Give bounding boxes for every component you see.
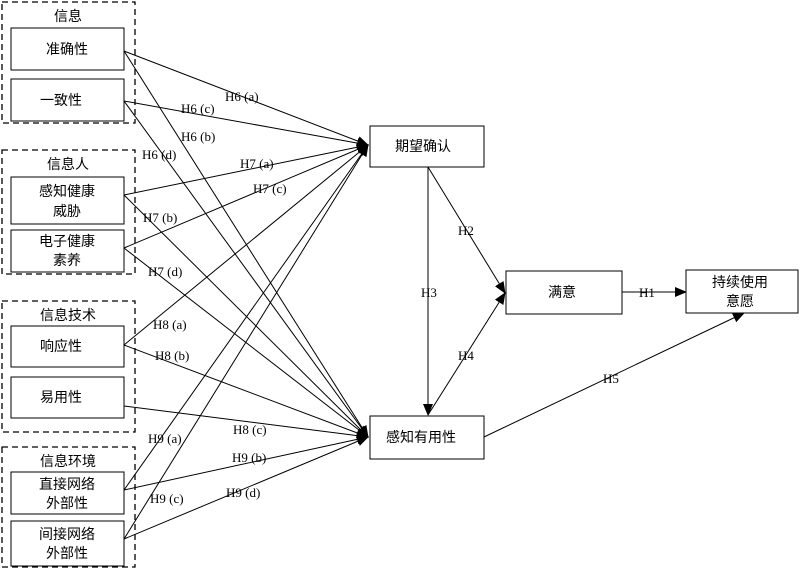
construct-satisfaction: 满意 <box>505 270 623 315</box>
construct-box <box>685 269 799 314</box>
factor-label: 准确性 <box>46 42 88 58</box>
construct-perceived-usefulness: 感知有用性 <box>369 415 485 460</box>
arrow-h9b <box>123 434 369 491</box>
factor-accuracy: 准确性 <box>10 27 125 71</box>
factor-label-line2: 素养 <box>53 253 81 269</box>
label-h9b: H9 (b) <box>232 450 266 465</box>
label-h9d: H9 (d) <box>226 485 260 500</box>
arrow-h7b <box>123 194 369 438</box>
arrow-h7d <box>123 247 369 438</box>
arrow-h9d <box>123 436 369 540</box>
info-group-frame <box>1 1 136 124</box>
factor-ease-of-use: 易用性 <box>10 376 125 419</box>
factor-box <box>10 520 125 567</box>
label-h3: H3 <box>421 285 437 300</box>
construct-box <box>369 125 485 168</box>
label-h1: H1 <box>639 285 655 300</box>
label-h7d: H7 (d) <box>148 264 182 279</box>
factor-label-line1: 直接网络 <box>39 476 95 493</box>
label-h6d: H6 (d) <box>142 147 176 162</box>
construct-label-line1: 持续使用 <box>712 274 768 291</box>
factor-responsiveness: 响应性 <box>10 325 125 368</box>
factor-box <box>10 229 125 273</box>
factor-box <box>10 176 125 225</box>
arrow-h4 <box>427 292 506 416</box>
factor-box <box>10 78 125 122</box>
arrow-h9a <box>123 144 369 491</box>
construct-box <box>505 270 623 315</box>
info-env-group-title: 信息环境 <box>40 453 96 470</box>
factor-label-line2: 外部性 <box>46 546 88 562</box>
factor-label: 一致性 <box>40 93 82 109</box>
arrow-h8a <box>123 144 369 346</box>
label-h7b: H7 (b) <box>143 210 177 225</box>
factor-label-line1: 感知健康 <box>39 183 95 200</box>
factor-box <box>10 471 125 515</box>
factor-indirect-externality: 间接网络 外部性 <box>10 520 125 567</box>
label-h8c: H8 (c) <box>233 422 267 437</box>
arrow-h6b <box>123 50 369 438</box>
label-h5: H5 <box>603 371 619 386</box>
factor-label: 响应性 <box>40 338 82 355</box>
construct-expectation-confirmation: 期望确认 <box>369 125 485 168</box>
label-h2: H2 <box>458 223 474 238</box>
construct-label-line2: 意愿 <box>726 293 754 310</box>
construct-label: 满意 <box>548 284 576 301</box>
arrow-h8b <box>123 344 369 438</box>
info-person-group-frame <box>1 149 136 275</box>
construct-box <box>369 415 485 460</box>
label-h6a: H6 (a) <box>225 89 259 104</box>
info-group-title: 信息 <box>54 8 82 25</box>
arrow-h5 <box>483 312 745 438</box>
factor-consistency: 一致性 <box>10 78 125 122</box>
construct-continuance-intention: 持续使用 意愿 <box>685 269 799 314</box>
hypothesis-labels: H6 (a) H6 (c) H6 (b) H6 (d) H7 (a) H7 (c… <box>142 89 655 506</box>
arrow-h7a <box>123 142 369 196</box>
factor-box <box>10 376 125 419</box>
relationship-arrows <box>123 50 745 540</box>
label-h7c: H7 (c) <box>253 181 287 196</box>
factor-label-line1: 间接网络 <box>39 526 95 543</box>
label-h9c: H9 (c) <box>150 491 184 506</box>
label-h8b: H8 (b) <box>155 348 189 363</box>
factor-label-line2: 外部性 <box>46 496 88 512</box>
info-person-group-title: 信息人 <box>47 156 89 173</box>
factor-health-threat: 感知健康 威胁 <box>10 176 125 225</box>
construct-label: 感知有用性 <box>386 429 456 446</box>
arrow-h7c <box>123 144 369 249</box>
arrow-h6c <box>123 100 369 148</box>
info-tech-group-frame <box>1 300 136 433</box>
label-h4: H4 <box>458 348 474 363</box>
label-h7a: H7 (a) <box>240 156 274 171</box>
arrow-h6a <box>123 50 369 146</box>
factor-box <box>10 325 125 368</box>
label-h8a: H8 (a) <box>153 317 187 332</box>
arrow-h2 <box>427 166 506 294</box>
factor-label: 易用性 <box>40 390 82 406</box>
construct-label: 期望确认 <box>395 139 451 155</box>
arrow-h8c <box>123 405 369 441</box>
factor-ehealth-literacy: 电子健康 素养 <box>10 229 125 273</box>
label-h6b: H6 (b) <box>181 129 215 144</box>
label-h6c: H6 (c) <box>181 101 215 116</box>
label-h9a: H9 (a) <box>148 431 182 446</box>
factor-label-line2: 威胁 <box>53 204 81 220</box>
info-tech-group-title: 信息技术 <box>40 307 96 324</box>
info-env-group-frame <box>1 446 136 568</box>
factor-box <box>10 27 125 71</box>
factor-direct-externality: 直接网络 外部性 <box>10 471 125 515</box>
arrow-h6d <box>123 100 369 438</box>
factor-label-line1: 电子健康 <box>39 233 95 250</box>
